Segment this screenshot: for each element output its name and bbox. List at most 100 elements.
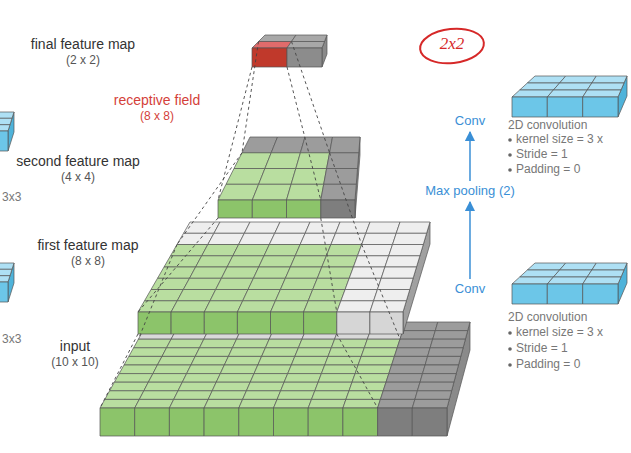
- grid-cell: [364, 339, 400, 348]
- grid-cell: [228, 348, 265, 357]
- grid-cell: [191, 356, 229, 365]
- grid-cell: [254, 365, 291, 374]
- grid-cell: [315, 382, 352, 391]
- grid-cell: [400, 331, 435, 340]
- grid-cell: [0, 269, 12, 275]
- grid-cell-front: [412, 408, 447, 436]
- grid-cell: [265, 339, 302, 348]
- grid-cell: [392, 356, 428, 365]
- grid-cell-front: [138, 312, 171, 334]
- grid-cell: [280, 278, 317, 289]
- grid-cell: [362, 233, 397, 244]
- grid-cell: [208, 391, 246, 400]
- grid-cell-front: [252, 200, 286, 218]
- grid-cell: [291, 169, 327, 185]
- receptive-field-line: [287, 67, 321, 200]
- grid-cell: [148, 374, 186, 383]
- grid-cell: [139, 391, 178, 400]
- grid-cell: [135, 399, 174, 408]
- grid-cell-front: [308, 408, 343, 436]
- grid-cell: [264, 245, 300, 256]
- grid-cell: [403, 322, 438, 331]
- grid-cell-front: [343, 408, 378, 436]
- grid-cell: [248, 278, 285, 289]
- conv-step: Conv: [451, 112, 489, 131]
- caption-text: 3x3: [2, 333, 21, 347]
- grid-cell: [259, 169, 296, 185]
- grid-cell: [169, 399, 208, 408]
- grid-cell: [592, 263, 627, 270]
- grid-cell: [300, 233, 335, 244]
- grid-cell: [250, 374, 288, 383]
- receptive-field-line: [330, 153, 362, 245]
- grid-cell: [312, 391, 350, 400]
- receptive-field-line: [138, 218, 218, 312]
- bullet-dot: [508, 347, 512, 351]
- bullet-dot: [508, 168, 512, 172]
- grid-cell: [202, 245, 239, 256]
- caption-text: Stride = 1: [516, 148, 568, 162]
- grid-cell: [295, 348, 332, 357]
- step-label: Conv: [455, 282, 485, 297]
- grid-cell: [244, 222, 280, 233]
- grid-cell: [145, 290, 184, 301]
- caption-text: (4 x 4): [61, 171, 95, 185]
- grid-cell: [174, 391, 213, 400]
- grid-cell: [232, 339, 269, 348]
- kernel-cube: [0, 263, 14, 302]
- grid-cell: [227, 256, 264, 267]
- grid-cell: [527, 263, 565, 270]
- grid-cell: [370, 301, 407, 312]
- grid-cell: [389, 365, 425, 374]
- grid-cell: [417, 382, 454, 391]
- caption-text: 2D convolution: [508, 311, 587, 325]
- grid-cell: [352, 374, 389, 383]
- grid-cell: [0, 125, 10, 131]
- grid-cell: [153, 365, 191, 374]
- grid-cell: [210, 290, 248, 301]
- grid-cell-front: [287, 200, 321, 218]
- grid-cell: [0, 263, 14, 269]
- grid-cell: [425, 356, 461, 365]
- grid-cell: [233, 245, 269, 256]
- grid-cell: [327, 153, 359, 169]
- grid-cell: [428, 348, 464, 357]
- grid-cell: [330, 137, 360, 153]
- caption-text: second feature map: [16, 153, 140, 169]
- grid-cell: [553, 83, 591, 90]
- grid-cell-front: [0, 282, 8, 302]
- grid-cell: [239, 399, 277, 408]
- grid-cell-front: [100, 408, 135, 436]
- grid-cell: [331, 233, 366, 244]
- grid-cell: [204, 399, 243, 408]
- grid-cell: [288, 365, 325, 374]
- grid-cell: [167, 339, 204, 348]
- grid-cell: [296, 153, 330, 169]
- bullet-dot: [508, 153, 512, 157]
- grid-cell: [259, 256, 296, 267]
- grid-cell: [252, 184, 291, 200]
- grid-cell: [253, 267, 290, 278]
- grid-cell: [377, 278, 413, 289]
- grid-cell: [341, 290, 378, 301]
- grid-cell: [420, 374, 456, 383]
- caption-text: (8 x 8): [140, 110, 174, 124]
- grid-cell: [105, 391, 144, 400]
- grid-cell-front: [204, 408, 239, 436]
- grid-cell-front: [547, 284, 582, 304]
- grid-cell: [287, 184, 324, 200]
- grid-cell: [258, 356, 295, 365]
- grid-cell: [214, 222, 250, 233]
- grid-cell: [171, 301, 210, 312]
- grid-cell: [433, 331, 468, 340]
- grid-cell: [587, 270, 624, 277]
- grid-cell: [162, 348, 200, 357]
- grid-cell-front: [321, 200, 355, 218]
- grid-cell: [386, 374, 423, 383]
- kernel-cube: [512, 263, 627, 304]
- grid-cell: [183, 278, 221, 289]
- grid-cell: [321, 365, 358, 374]
- caption-text: first feature map: [37, 237, 138, 253]
- grid-cell: [361, 348, 397, 357]
